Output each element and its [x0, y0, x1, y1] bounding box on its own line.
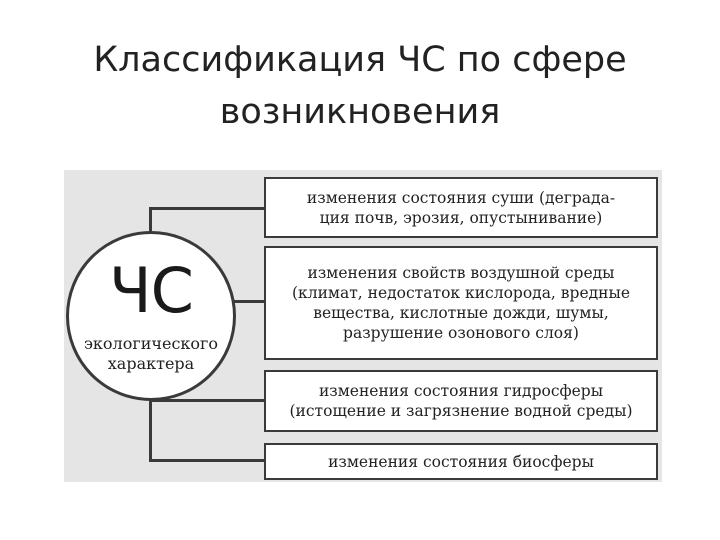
hub-circle: ЧС экологического характера — [66, 231, 236, 401]
category-land-line-1: изменения состояния суши (деграда- — [306, 188, 616, 207]
slide-title-line-2: возникновения — [219, 92, 501, 132]
category-box-hydrosphere: изменения состояния гидросферы (истощени… — [264, 370, 658, 432]
branch-line-land — [149, 207, 265, 210]
branch-line-biosphere — [149, 459, 265, 462]
category-air-line-2: (климат, недостаток кислорода, вредные — [291, 284, 630, 302]
slide-title-line-1: Классификация ЧС по сфере — [93, 40, 627, 80]
trunk-line-lower — [149, 399, 152, 461]
category-hydrosphere-line-2: (истощение и загрязнение водной среды) — [289, 402, 633, 420]
hub-caption: экологического характера — [69, 334, 233, 374]
category-box-biosphere: изменения состояния биосферы — [264, 443, 658, 480]
branch-line-hydrosphere — [149, 399, 265, 402]
hub-caption-line-2: характера — [107, 354, 195, 373]
trunk-line-upper — [149, 207, 152, 233]
category-air-line-4: разрушение озонового слоя) — [343, 324, 579, 342]
hub-abbreviation: ЧС — [109, 254, 194, 327]
category-box-air: изменения свойств воздушной среды (клима… — [264, 246, 658, 360]
category-land-line-2: ция почв, эрозия, опустынивание) — [319, 208, 603, 227]
category-box-land: изменения состояния суши (деграда- ция п… — [264, 177, 658, 238]
hub-caption-line-1: экологического — [83, 334, 219, 353]
category-air-line-3: вещества, кислотные дожди, шумы, — [313, 304, 609, 322]
category-biosphere-line-1: изменения состояния биосферы — [328, 452, 594, 471]
category-air-line-1: изменения свойств воздушной среды — [307, 264, 615, 282]
slide-title: Классификация ЧС по сфере возникновения — [40, 34, 680, 138]
category-hydrosphere-line-1: изменения состояния гидросферы — [318, 382, 604, 400]
branch-line-air — [234, 300, 265, 303]
